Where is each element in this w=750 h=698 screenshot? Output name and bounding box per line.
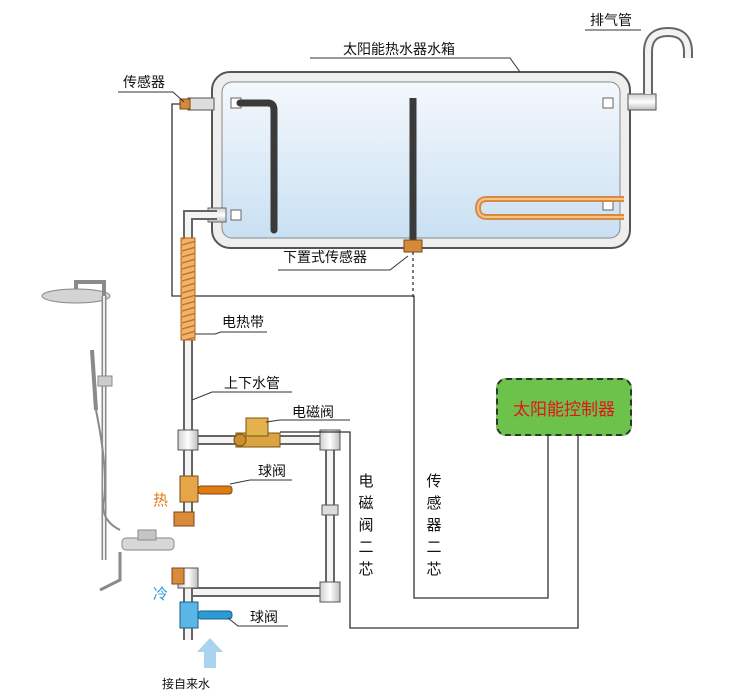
solenoid-valve bbox=[233, 417, 281, 448]
ball-valve-cold bbox=[179, 601, 233, 629]
top-sensor bbox=[171, 97, 549, 599]
bottom-sensor-leader-line bbox=[278, 255, 409, 271]
hot-label: 热 bbox=[153, 491, 169, 509]
vent-pipe bbox=[627, 26, 693, 111]
cold-outlet-fitting bbox=[171, 567, 185, 585]
bottom-sensor-fitting bbox=[403, 239, 423, 253]
solar-controller-box: 太阳能控制器 bbox=[496, 378, 632, 436]
tap-water-label: 接自来水 bbox=[162, 677, 211, 691]
cold-label: 冷 bbox=[153, 585, 169, 603]
shower-set bbox=[41, 280, 175, 592]
ball-valve-hot-label: 球阀 bbox=[258, 464, 286, 480]
tank-label: 太阳能热水器水箱 bbox=[343, 42, 455, 58]
pipe-network bbox=[177, 429, 341, 640]
ball-valve-hot bbox=[173, 475, 233, 527]
updown-pipe-leader-line bbox=[192, 391, 292, 401]
updown-pipe-label: 上下水管 bbox=[224, 376, 280, 392]
solenoid-valve-label: 电磁阀 bbox=[292, 405, 334, 421]
heating-tape bbox=[180, 237, 196, 341]
controller-label: 太阳能控制器 bbox=[513, 399, 615, 420]
tank-inner-probe bbox=[236, 99, 278, 234]
vent-leader-line bbox=[585, 29, 641, 31]
ball-valve-hot-leader-line bbox=[230, 479, 292, 485]
solenoid-leader-line bbox=[266, 419, 350, 423]
heating-tape-label: 电热带 bbox=[222, 315, 264, 331]
sensor-label: 传感器 bbox=[123, 75, 165, 91]
solenoid-wire-label: 电 磁 阀 二 芯 bbox=[358, 472, 374, 578]
updown-water-pipe bbox=[183, 207, 227, 440]
ball-valve-cold-label: 球阀 bbox=[250, 610, 278, 626]
vent-pipe-label: 排气管 bbox=[590, 13, 632, 29]
solenoid-wire bbox=[280, 431, 579, 629]
sensor-wire-label: 传 感 器 二 芯 bbox=[426, 472, 442, 578]
ball-valve-cold-leader-line bbox=[228, 617, 288, 627]
tap-water-arrow bbox=[197, 638, 223, 668]
sensor-leader-line bbox=[118, 91, 185, 103]
heating-tape-leader-line bbox=[195, 331, 267, 335]
tank-leader-line bbox=[310, 57, 521, 73]
bottom-sensor-label: 下置式传感器 bbox=[283, 250, 367, 266]
